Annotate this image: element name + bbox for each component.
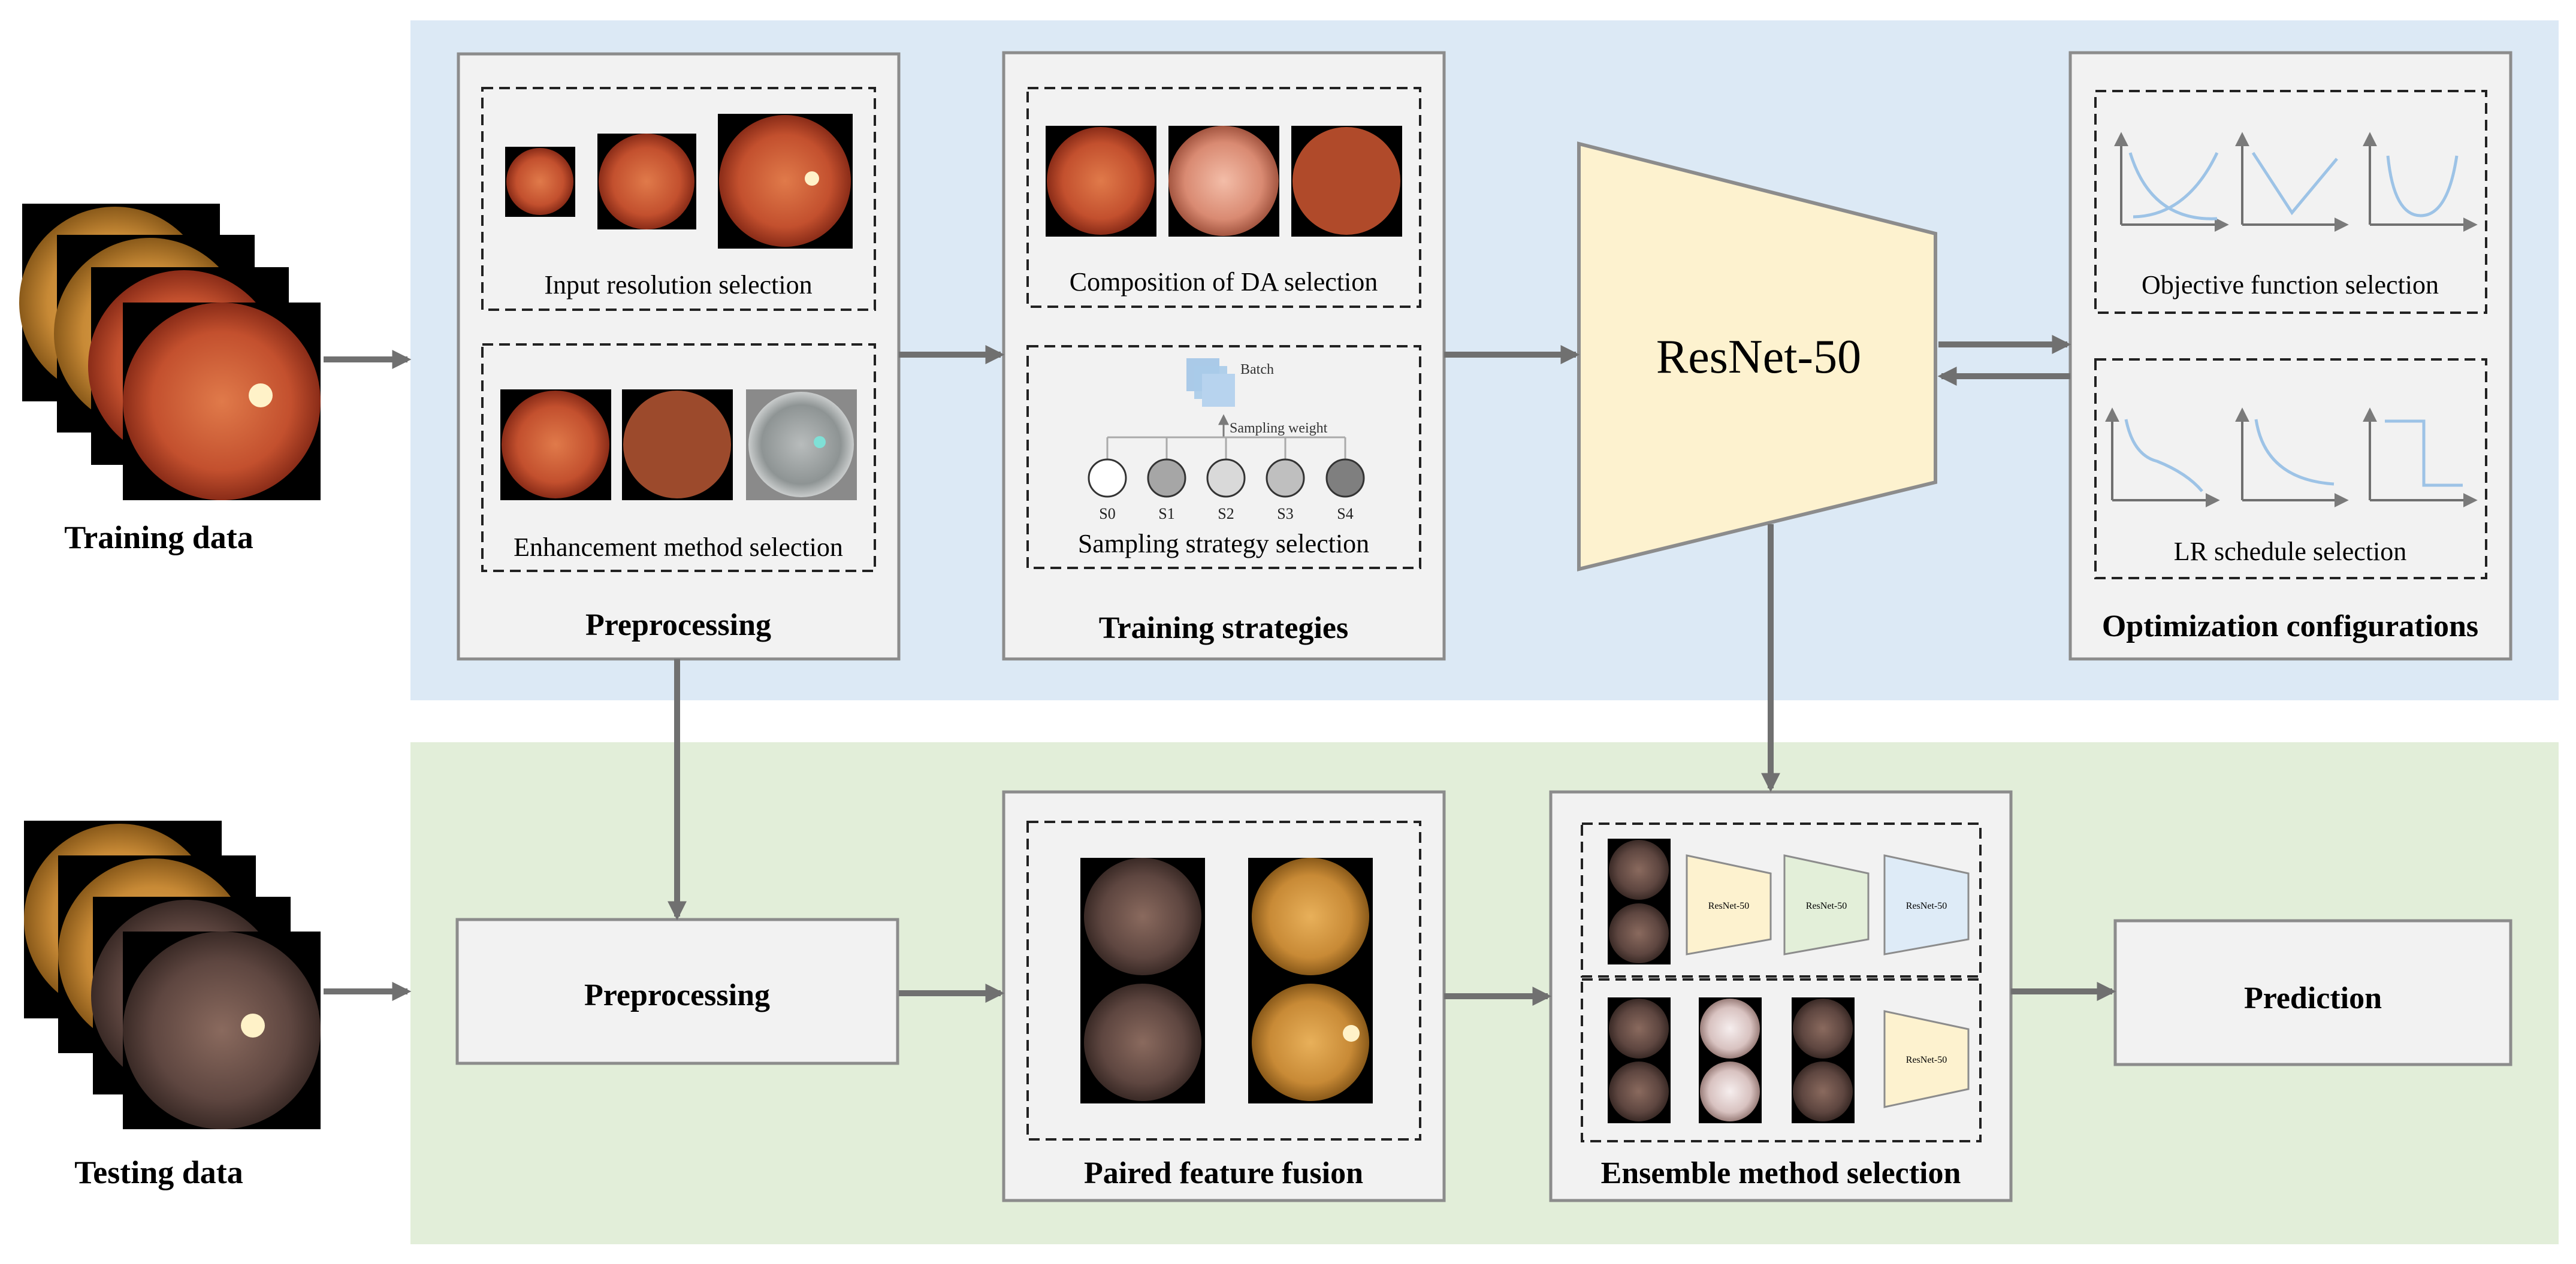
batch-label: Batch — [1240, 362, 1274, 377]
objective-caption: Objective function selection — [2142, 270, 2439, 300]
strategy-node-s1 — [1147, 458, 1186, 498]
fusion-images — [1080, 858, 1373, 1103]
ensemble-model-3 — [1883, 854, 1970, 955]
strategy-node-s0 — [1088, 458, 1127, 498]
input-resolution-images — [505, 114, 853, 249]
strategy-label-s3: S3 — [1277, 505, 1293, 522]
ensemble-model-4 — [1883, 1010, 1970, 1108]
ensemble-top-images — [1608, 839, 1671, 964]
da-composition-box — [1026, 87, 1421, 308]
lr-schedule-plots — [2105, 407, 2478, 507]
enhancement-images — [500, 389, 857, 500]
ensemble-box-bottom — [1581, 978, 1982, 1142]
flow-arrows — [324, 334, 2116, 1006]
testing-data-label: Testing data — [74, 1154, 243, 1190]
enhancement-caption: Enhancement method selection — [514, 533, 843, 562]
ensemble-box-top — [1581, 822, 1982, 978]
ensemble-model-2-label: ResNet-50 — [1806, 901, 1847, 911]
sampling-strategy-nodes — [1088, 458, 1365, 498]
lr-caption: LR schedule selection — [2174, 537, 2407, 566]
objective-function-box — [2094, 90, 2487, 314]
input-resolution-box — [481, 87, 876, 311]
ensemble-model-2 — [1783, 854, 1870, 955]
sampling-strategy-box — [1026, 345, 1421, 569]
training-data-label: Training data — [64, 519, 253, 555]
strategy-labels: S0 S1 S2 S3 S4 — [1099, 505, 1353, 522]
strategy-label-s2: S2 — [1218, 505, 1234, 522]
objective-function-plots — [2114, 132, 2478, 232]
resnet-label: ResNet-50 — [1656, 331, 1861, 383]
strategy-node-s4 — [1325, 458, 1365, 498]
testing-image-stack — [24, 821, 321, 1129]
ensemble-title: Ensemble method selection — [1601, 1156, 1961, 1190]
prediction-label: Prediction — [2244, 981, 2382, 1015]
ensemble-bottom-images — [1608, 997, 1855, 1123]
ensemble-model-4-label: ResNet-50 — [1906, 1055, 1947, 1065]
fusion-box — [1026, 821, 1421, 1141]
test-preprocessing-box — [455, 918, 899, 1065]
batch-icon — [1186, 358, 1235, 407]
resnet-model — [1577, 141, 1937, 571]
da-caption: Composition of DA selection — [1070, 267, 1378, 297]
input-resolution-caption: Input resolution selection — [544, 270, 812, 300]
sampling-tree — [1106, 436, 1346, 459]
training-image-stack — [19, 204, 321, 500]
lr-schedule-box — [2094, 358, 2487, 579]
sampling-caption: Sampling strategy selection — [1078, 529, 1369, 558]
preprocessing-title: Preprocessing — [585, 608, 771, 642]
optimization-panel — [2068, 51, 2512, 661]
strategy-node-s2 — [1206, 458, 1246, 498]
strategy-label-s1: S1 — [1158, 505, 1174, 522]
strategy-label-s0: S0 — [1099, 505, 1115, 522]
ensemble-model-1 — [1686, 854, 1772, 955]
fusion-title: Paired feature fusion — [1084, 1156, 1363, 1190]
test-preprocessing-label: Preprocessing — [584, 978, 770, 1012]
sampling-weight-label: Sampling weight — [1230, 421, 1328, 436]
prediction-box — [2113, 919, 2512, 1066]
strategy-label-s4: S4 — [1337, 505, 1353, 522]
ensemble-model-1-label: ResNet-50 — [1708, 901, 1749, 911]
ensemble-model-3-label: ResNet-50 — [1906, 901, 1947, 911]
da-composition-images — [1046, 126, 1402, 237]
strategy-node-s3 — [1266, 458, 1305, 498]
training-strategies-title: Training strategies — [1099, 611, 1348, 645]
optimization-title: Optimization configurations — [2102, 609, 2478, 643]
enhancement-box — [481, 343, 876, 572]
